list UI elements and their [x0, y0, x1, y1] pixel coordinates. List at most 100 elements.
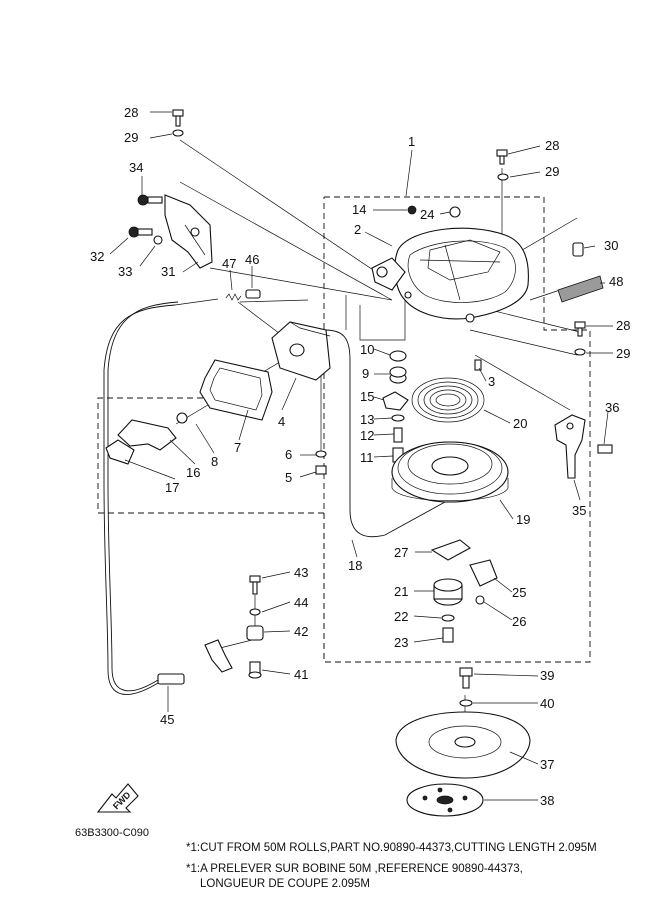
footnote-line-1: *1:CUT FROM 50M ROLLS,PART NO.90890-4437… — [186, 842, 597, 854]
callout-13: 13 — [360, 412, 374, 427]
callout-21: 21 — [394, 584, 408, 599]
bracket-35 — [554, 414, 613, 479]
callout-43: 43 — [294, 565, 308, 580]
clip-26 — [475, 595, 485, 605]
spring-25 — [469, 559, 498, 587]
screw-5 — [315, 465, 327, 475]
handle-lever-16 — [105, 412, 188, 465]
grip-7 — [199, 359, 273, 421]
callout-28b: 28 — [545, 138, 559, 153]
callout-6: 6 — [285, 447, 292, 462]
callout-4: 4 — [278, 414, 285, 429]
callout-14: 14 — [352, 202, 366, 217]
pin-46 — [245, 289, 261, 299]
callout-7: 7 — [234, 440, 241, 455]
callout-45: 45 — [160, 712, 174, 727]
callout-8: 8 — [211, 454, 218, 469]
fwd-arrow-icon: FWD — [96, 783, 139, 813]
bushing-10 — [389, 350, 407, 362]
callout-41: 41 — [294, 667, 308, 682]
callout-32: 32 — [90, 249, 104, 264]
callout-48: 48 — [609, 274, 623, 289]
callout-40: 40 — [540, 696, 554, 711]
bolt-28-top — [172, 109, 184, 137]
callout-36: 36 — [605, 400, 619, 415]
callout-47: 47 — [222, 256, 236, 271]
callout-23: 23 — [394, 635, 408, 650]
callout-2: 2 — [354, 222, 361, 237]
callout-11: 11 — [360, 450, 374, 465]
pawl-15 — [382, 391, 409, 411]
screw-23 — [442, 627, 454, 643]
callout-18: 18 — [348, 558, 362, 573]
bolt-28-right — [496, 149, 509, 181]
cable-fitting-45 — [157, 673, 185, 685]
callout-17: 17 — [165, 480, 179, 495]
footnote-line-3: LONGUEUR DE COUPE 2.095M — [200, 878, 370, 890]
bolt-12 — [393, 427, 403, 443]
spiral-spring-20 — [411, 377, 485, 423]
callout-28c: 28 — [616, 318, 630, 333]
callout-3: 3 — [488, 374, 495, 389]
callout-29b: 29 — [545, 164, 559, 179]
drawing-code: 63B3300-C090 — [75, 827, 149, 839]
washer-6 — [315, 450, 327, 458]
callout-29c: 29 — [616, 346, 630, 361]
callout-44: 44 — [294, 595, 308, 610]
callout-42: 42 — [294, 624, 308, 639]
pulley-37 — [395, 711, 531, 779]
callout-10: 10 — [360, 342, 374, 357]
assembly-boundary-main — [97, 196, 591, 663]
callout-38: 38 — [540, 793, 554, 808]
bolt-43 — [249, 575, 261, 595]
callout-20: 20 — [513, 416, 527, 431]
cap-30 — [572, 242, 584, 257]
washer-22 — [441, 614, 455, 622]
callout-5: 5 — [285, 470, 292, 485]
nut-24 — [449, 206, 461, 218]
rope-reel-19 — [391, 441, 509, 503]
plate-38 — [406, 783, 484, 817]
callout-29a: 29 — [124, 130, 138, 145]
callout-28a: 28 — [124, 105, 138, 120]
spring-47 — [225, 293, 242, 301]
callout-39: 39 — [540, 668, 554, 683]
plate-27 — [430, 539, 471, 561]
bracket-31 — [128, 194, 213, 269]
callout-33: 33 — [118, 264, 132, 279]
washer-40 — [459, 699, 473, 707]
starter-housing — [371, 227, 529, 323]
handle-housing-4 — [271, 321, 331, 381]
collar-41 — [248, 661, 262, 679]
callout-26: 26 — [512, 614, 526, 629]
callout-1: 1 — [408, 134, 415, 149]
callout-leaders — [109, 111, 613, 801]
nut-14 — [407, 205, 417, 215]
callout-37: 37 — [540, 757, 554, 772]
callout-12: 12 — [360, 428, 374, 443]
washer-44 — [249, 608, 261, 616]
callout-9: 9 — [362, 366, 369, 381]
callout-16: 16 — [186, 465, 200, 480]
bolt-28-mid — [574, 321, 586, 356]
callout-22: 22 — [394, 609, 408, 624]
callout-numbers: 28 29 1 28 29 34 14 24 2 30 32 33 31 47 … — [90, 105, 630, 808]
callout-27: 27 — [394, 545, 408, 560]
washer-13 — [391, 414, 405, 422]
spring-3 — [474, 359, 482, 371]
cable-end-bracket — [204, 639, 233, 673]
callout-30: 30 — [604, 238, 618, 253]
drive-plate-21 — [433, 578, 463, 606]
callout-19: 19 — [516, 512, 530, 527]
callout-35: 35 — [572, 503, 586, 518]
footnote-line-2: *1:A PRELEVER SUR BOBINE 50M ,REFERENCE … — [186, 863, 523, 875]
callout-15: 15 — [360, 389, 374, 404]
clamp-42 — [246, 625, 264, 641]
collar-9 — [389, 366, 407, 384]
callout-34: 34 — [129, 160, 143, 175]
label-48 — [557, 275, 604, 303]
callout-24: 24 — [420, 207, 434, 222]
bolt-39 — [459, 667, 473, 689]
callout-25: 25 — [512, 585, 526, 600]
